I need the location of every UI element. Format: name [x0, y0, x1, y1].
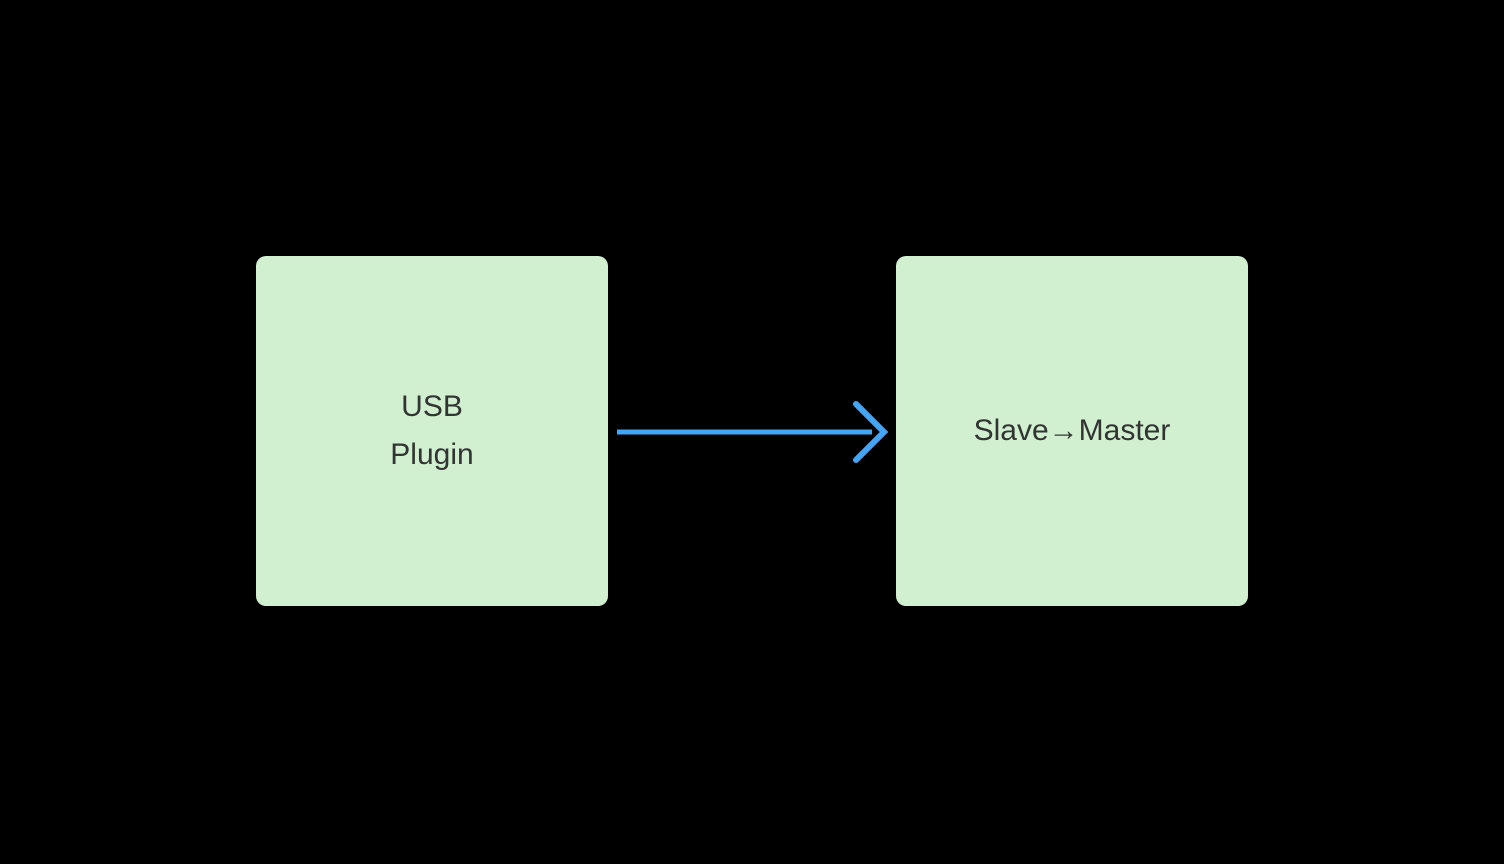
node-slave-master-label-line-1: Slave→Master: [973, 414, 1171, 447]
node-slave-master[interactable]: Slave→Master: [896, 256, 1248, 606]
node-usb-plugin-label-line-2: Plugin: [390, 438, 474, 471]
arrowhead-icon: [853, 401, 889, 463]
edge-usb-plugin-to-slave-master[interactable]: [617, 401, 889, 463]
node-usb-plugin-label-line-1: USB: [401, 390, 463, 423]
node-usb-plugin[interactable]: USB Plugin: [256, 256, 608, 606]
